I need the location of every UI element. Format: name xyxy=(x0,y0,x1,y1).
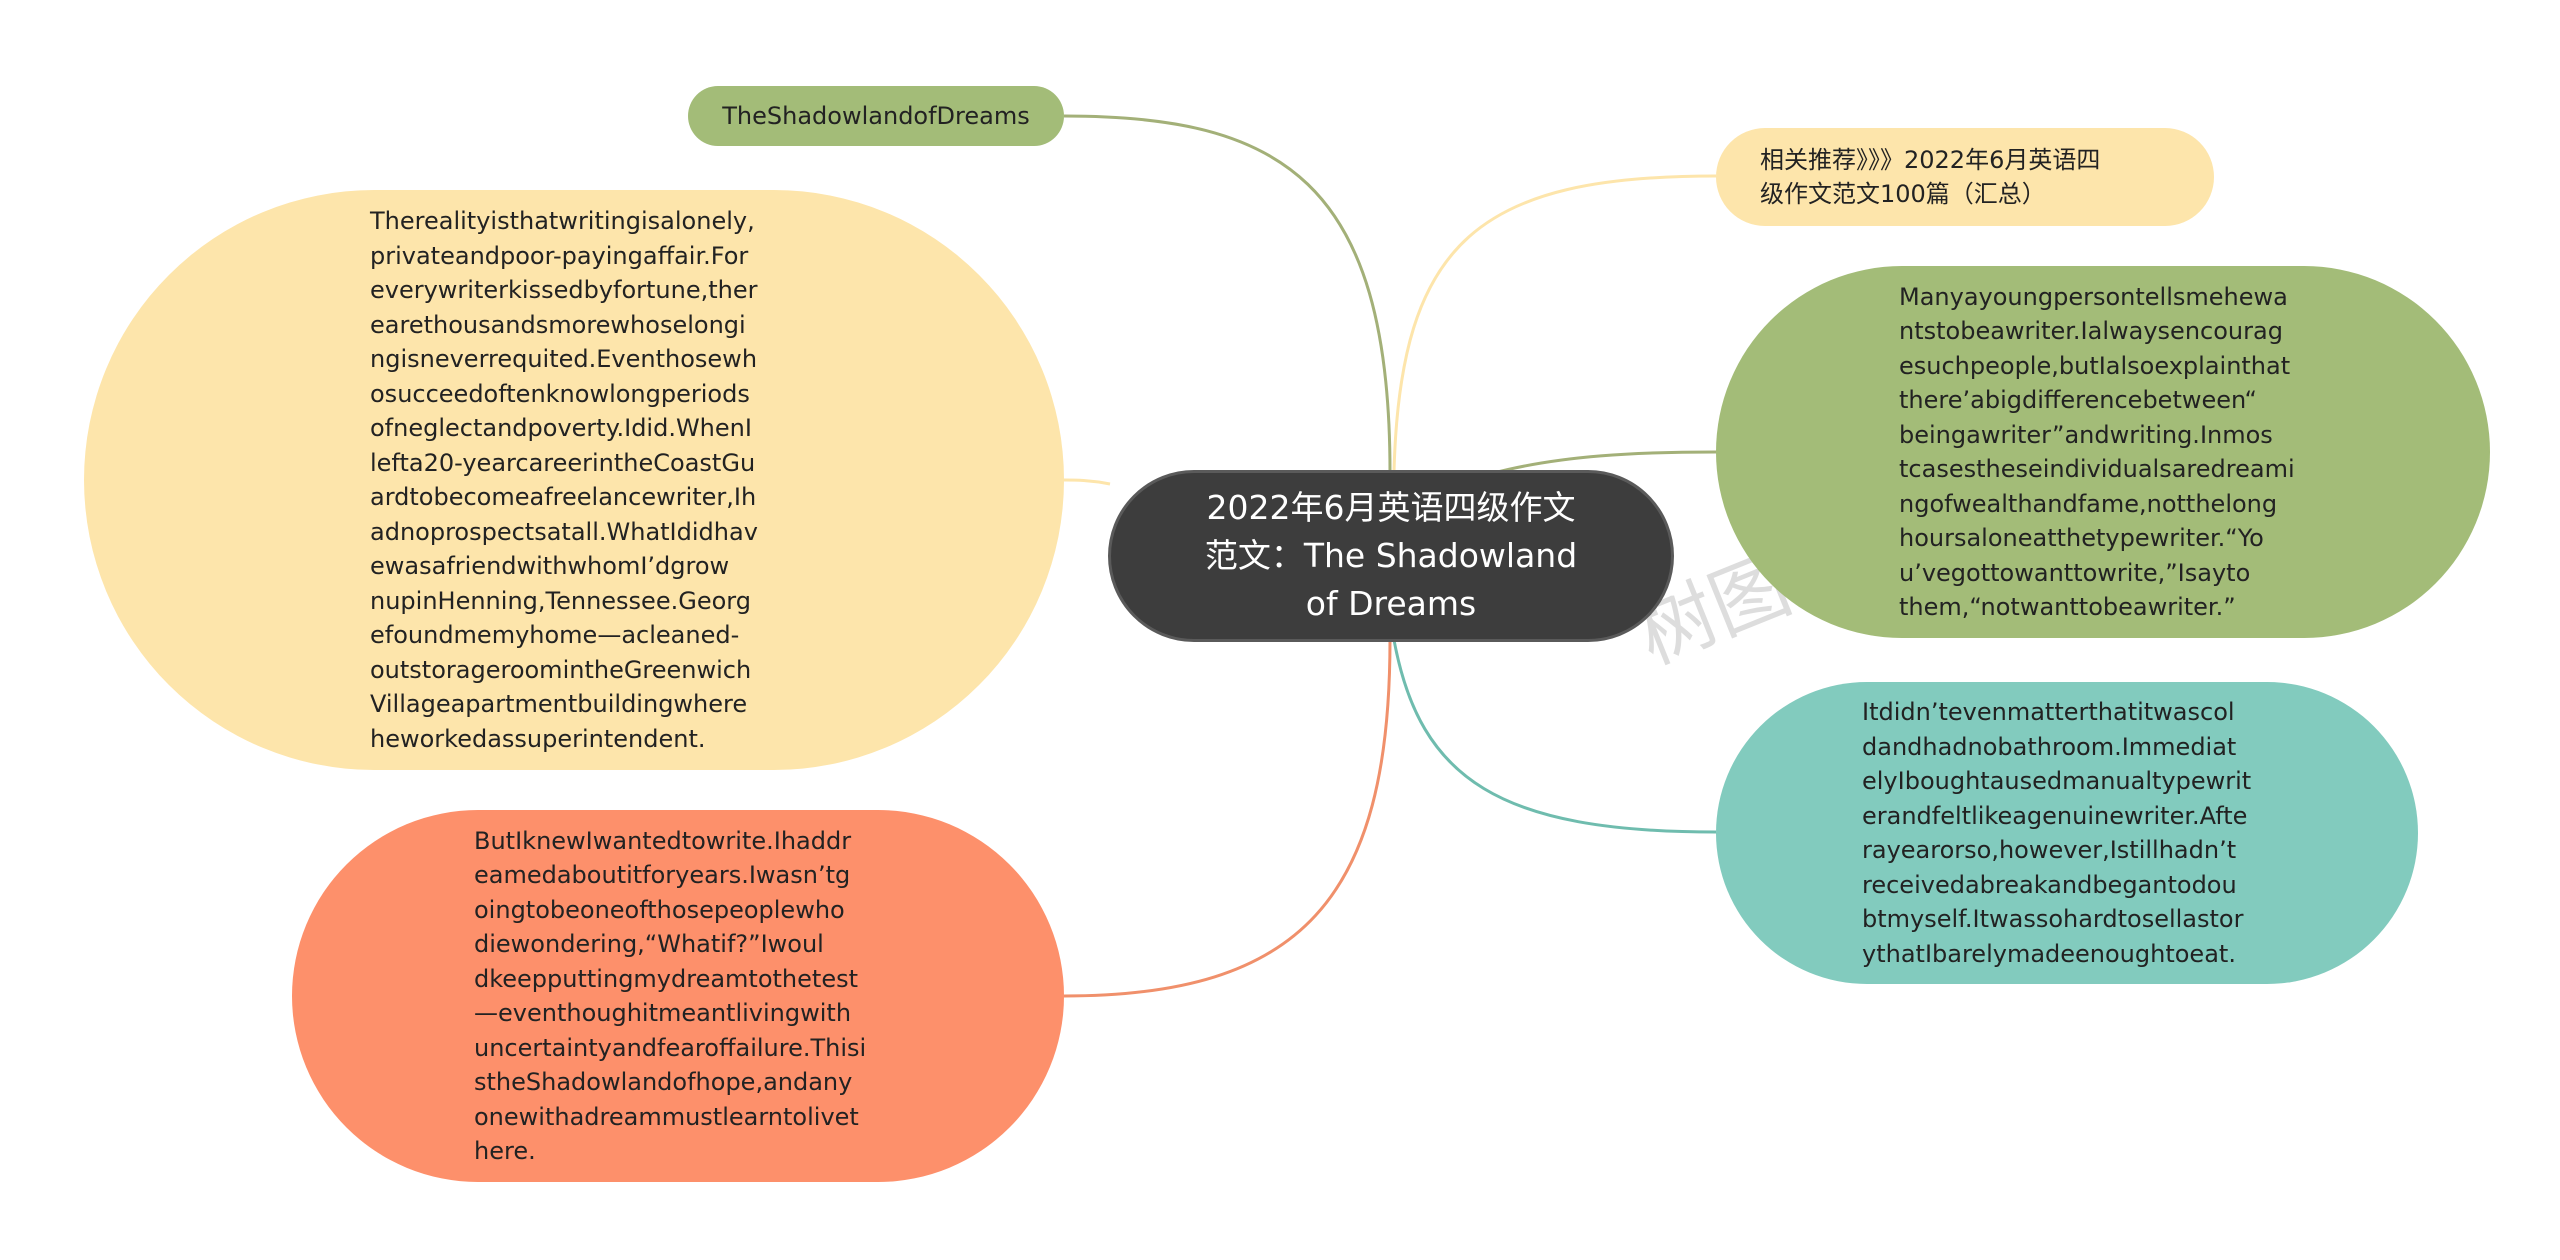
link-didnt xyxy=(1392,639,1717,834)
central-topic-label: 2022年6月英语四级作文范文：The Shadowland of Dreams xyxy=(1204,488,1578,623)
central-topic-node[interactable]: 2022年6月英语四级作文范文：The Shadowland of Dreams xyxy=(1108,470,1674,642)
branch-node-reality[interactable]: Therealityisthatwritingisalonely, privat… xyxy=(84,190,1064,770)
link-many xyxy=(1489,450,1717,476)
branch-label-related: 相关推荐》》》2022年6月英语四 级作文范文100篇（汇总） xyxy=(1760,146,2101,208)
branch-label-knew: ButIknewIwantedtowrite.Ihaddr eamedabout… xyxy=(474,826,867,1166)
branch-node-knew[interactable]: ButIknewIwantedtowrite.Ihaddr eamedabout… xyxy=(292,810,1064,1182)
link-knew xyxy=(1063,639,1392,998)
branch-label-many: Manyayoungpersontellsmehewa ntstobeawrit… xyxy=(1899,282,2295,622)
branch-label-didnt: Itdidn’tevenmatterthatitwascol dandhadno… xyxy=(1862,698,2252,968)
branch-label-title: TheShadowlandofDreams xyxy=(722,102,1030,130)
link-reality xyxy=(1063,478,1111,486)
branch-node-many[interactable]: Manyayoungpersontellsmehewa ntstobeawrit… xyxy=(1716,266,2490,638)
branch-node-didnt[interactable]: Itdidn’tevenmatterthatitwascol dandhadno… xyxy=(1716,682,2418,984)
link-related xyxy=(1392,174,1717,473)
branch-label-reality: Therealityisthatwritingisalonely, privat… xyxy=(370,207,758,753)
branch-node-title[interactable]: TheShadowlandofDreams xyxy=(688,86,1064,146)
branch-node-related[interactable]: 相关推荐》》》2022年6月英语四 级作文范文100篇（汇总） xyxy=(1716,128,2214,226)
link-title xyxy=(1063,114,1392,473)
